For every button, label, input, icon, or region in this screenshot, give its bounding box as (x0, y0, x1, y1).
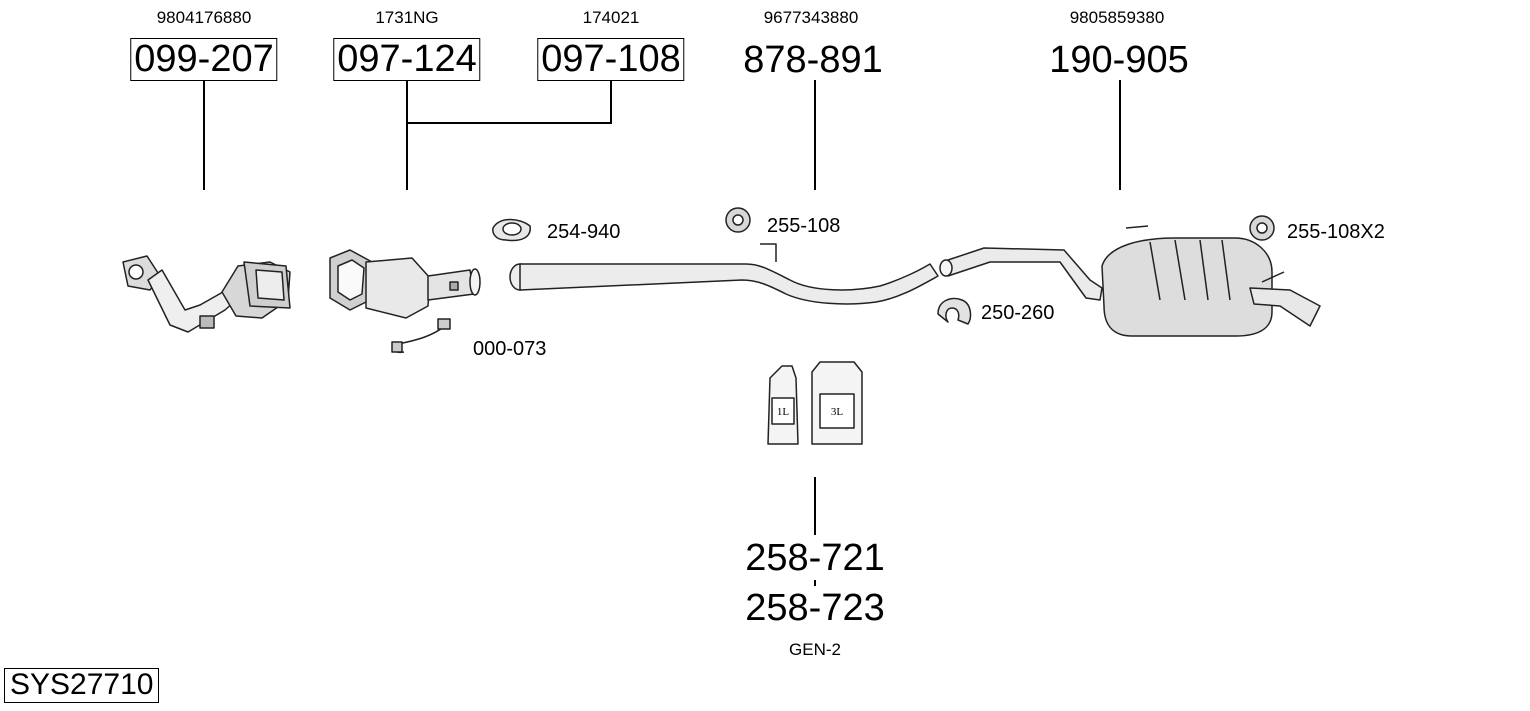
rubber-hanger-icon (725, 207, 751, 233)
bottle-1l-icon (767, 365, 799, 445)
leader-line-097-108 (407, 80, 612, 124)
bottle-3l-label: 3L (831, 406, 844, 418)
bottle-3l-icon (811, 361, 863, 445)
rear-muffler-icon (939, 225, 1321, 337)
part-number-258-721[interactable]: 258-721 (745, 537, 885, 579)
system-id: SYS27710 (4, 668, 160, 703)
accessory-hanger-255-108x2[interactable]: 255-108X2 (1287, 221, 1385, 243)
catalytic-converter-front-icon (122, 255, 291, 333)
part-number-097-108[interactable]: 097-108 (537, 38, 685, 81)
sensor-icon (391, 318, 451, 354)
oem-number-097-108: 174021 (582, 8, 640, 27)
part-number-097-124[interactable]: 097-124 (333, 38, 481, 81)
part-number-190-905[interactable]: 190-905 (1049, 39, 1189, 81)
oem-number-099-207: 9804176880 (156, 8, 252, 27)
part-number-878-891[interactable]: 878-891 (743, 39, 883, 81)
accessory-sensor-000-073[interactable]: 000-073 (473, 338, 547, 360)
accessory-hanger-255-108[interactable]: 255-108 (767, 215, 841, 237)
clamp-icon (492, 218, 531, 242)
middle-pipe-icon (509, 243, 939, 305)
oem-number-097-124: 1731NG (375, 8, 439, 27)
part-number-258-723[interactable]: 258-723 (745, 587, 885, 629)
part-number-099-207[interactable]: 099-207 (130, 38, 278, 81)
accessory-clamp-250-260[interactable]: 250-260 (981, 302, 1055, 324)
particulate-filter-icon (329, 249, 481, 319)
oem-number-190-905: 9805859380 (1069, 8, 1165, 27)
accessory-clamp-254-940[interactable]: 254-940 (547, 221, 621, 243)
bottle-1l-label: 1L (777, 406, 790, 418)
fluid-note: GEN-2 (789, 640, 841, 659)
oem-number-878-891: 9677343880 (763, 8, 859, 27)
rubber-hanger-rear-icon (1249, 215, 1275, 241)
clamp2-icon (937, 297, 972, 325)
